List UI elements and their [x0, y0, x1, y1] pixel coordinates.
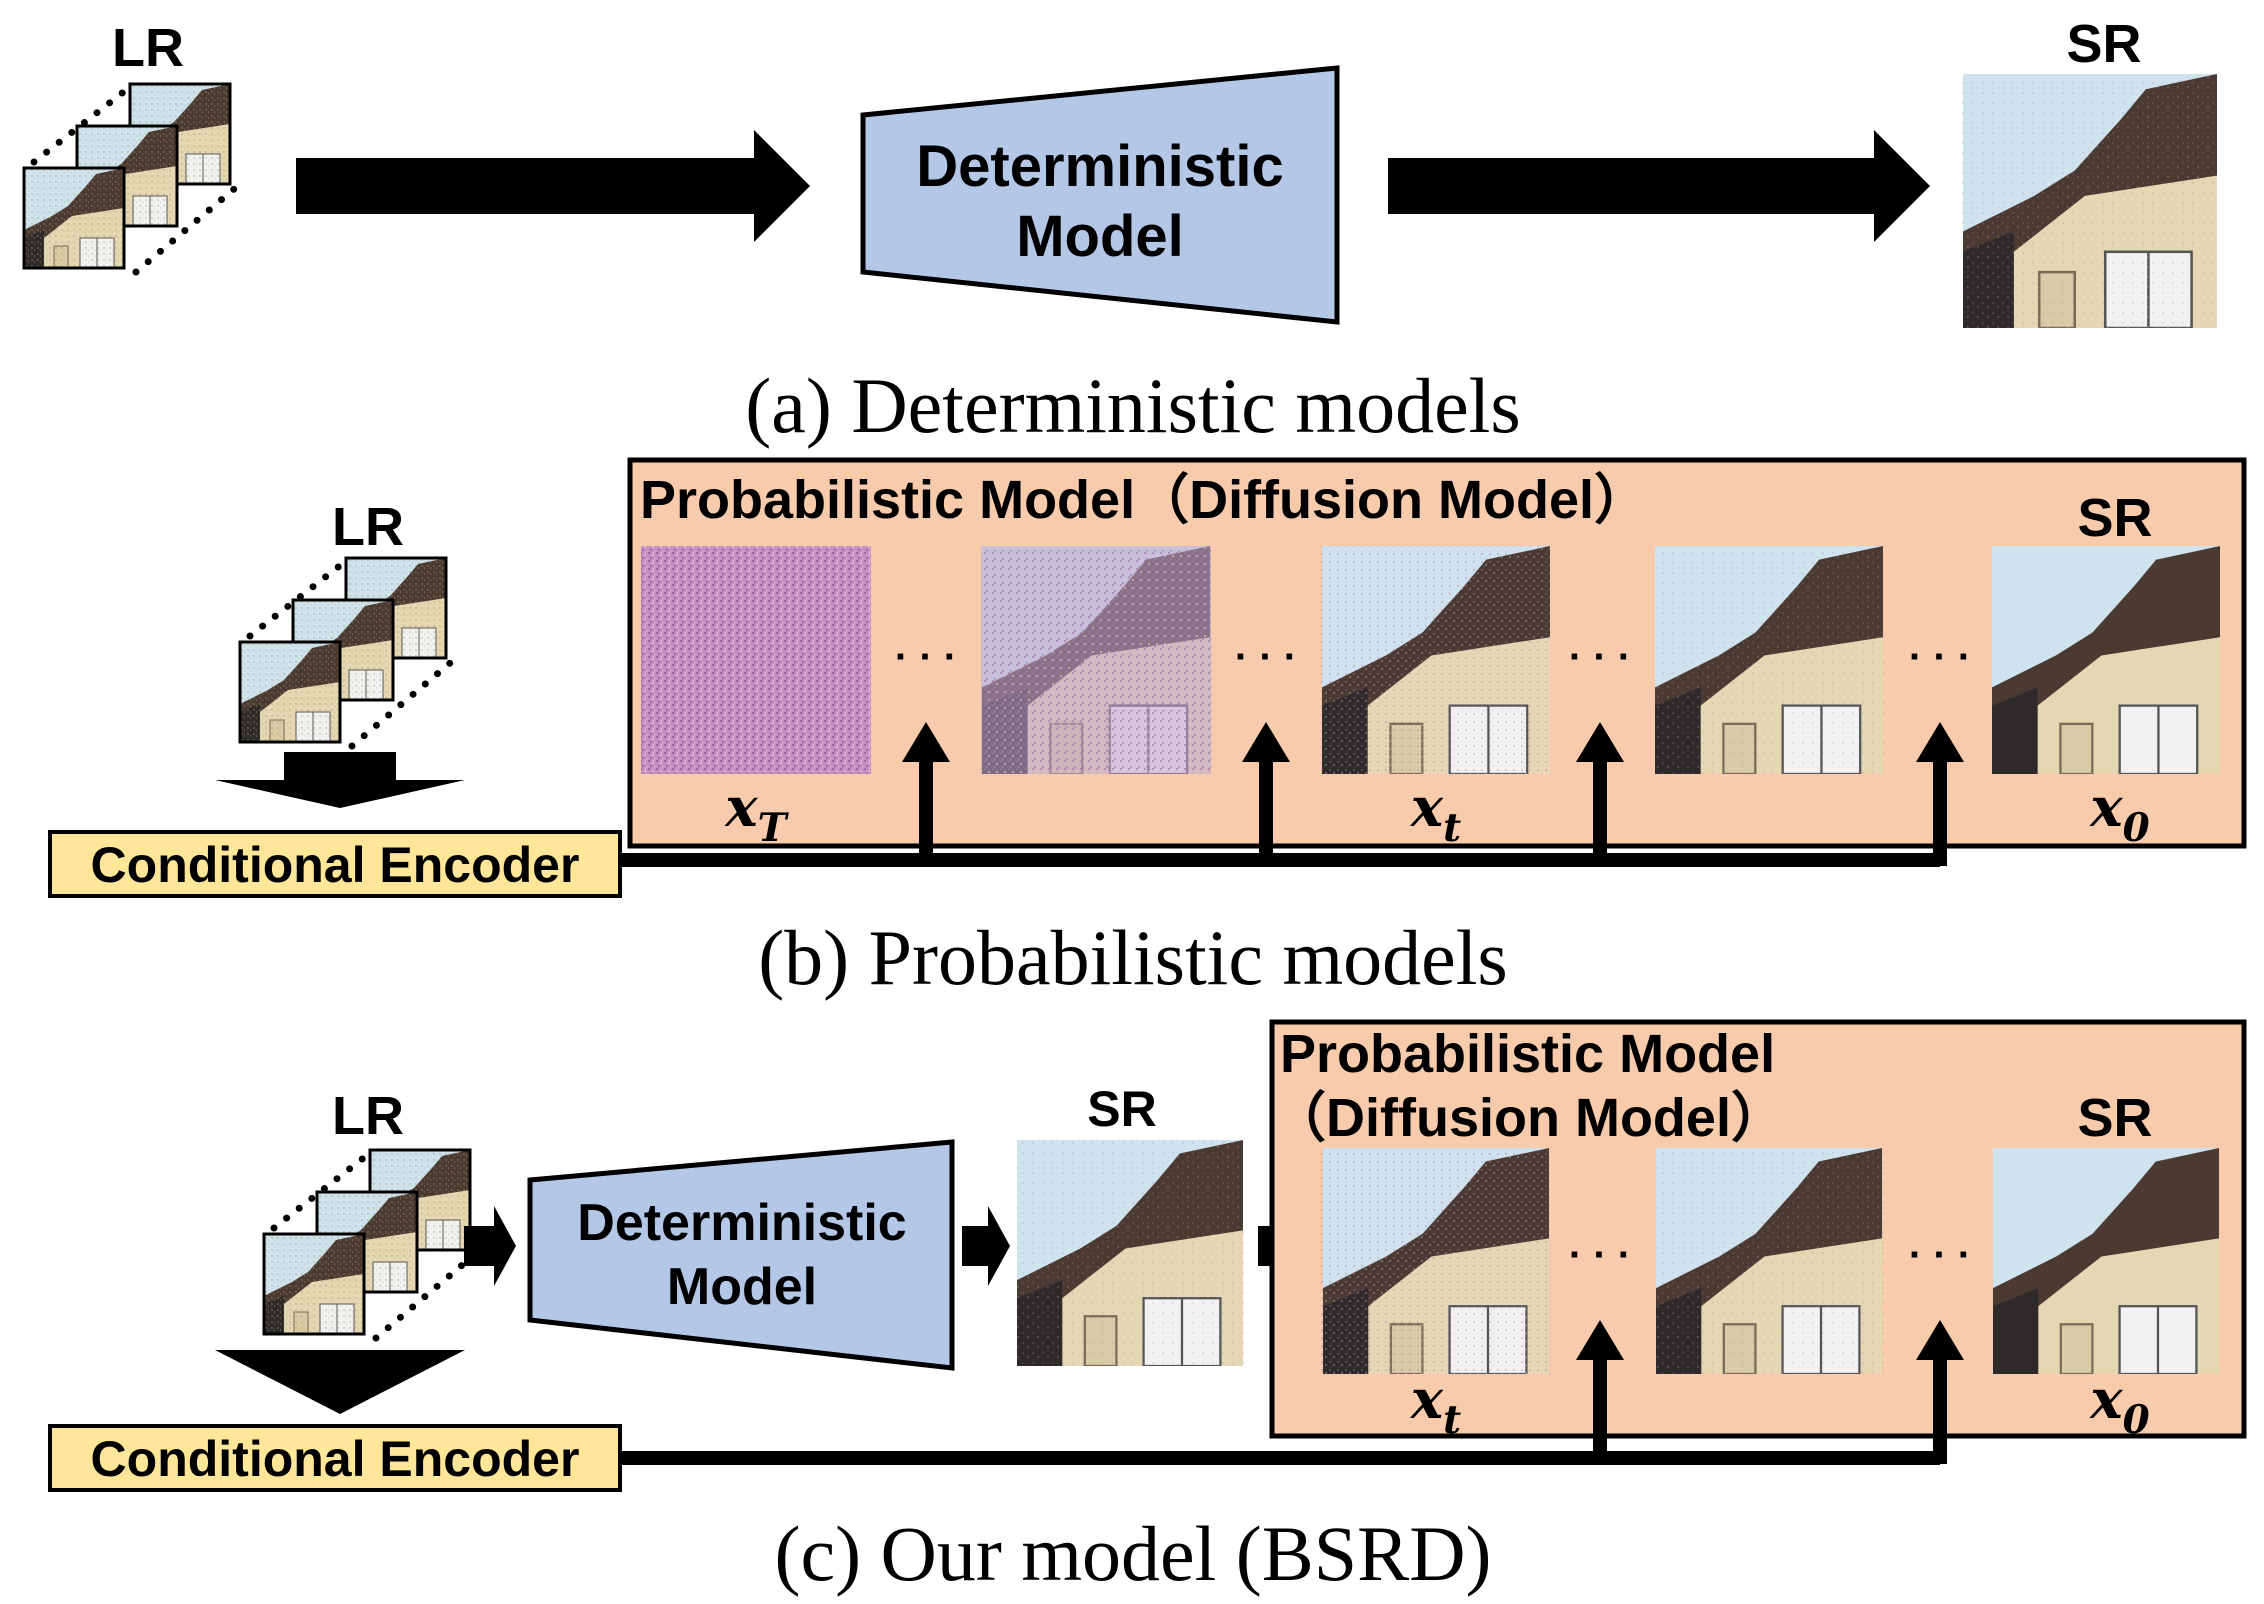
diffusion-step-xt-c — [1321, 1148, 1551, 1374]
prob-title-c-1: Probabilistic Model — [1280, 1024, 1775, 1084]
conditional-encoder-b — [48, 830, 622, 898]
condition-arrow-c-2 — [1916, 1320, 1964, 1464]
x-t-label-c: xt — [1410, 1367, 1461, 1443]
ellipsis-b-4: · · · — [1909, 635, 1971, 679]
cond-encoder-label-b: Conditional Encoder — [91, 837, 580, 893]
conditional-encoder-c — [48, 1424, 622, 1492]
det-model-label-a-1: Deterministic — [916, 134, 1283, 199]
condition-arrow-b-2 — [1242, 722, 1290, 866]
ellipsis-c-2: · · · — [1909, 1233, 1971, 1277]
cond-encoder-label-c: Conditional Encoder — [91, 1431, 580, 1487]
deterministic-model-box-a — [860, 65, 1340, 325]
arrow-c-mid — [962, 1206, 1010, 1286]
sr-label-c: SR — [2077, 1088, 2152, 1148]
lr-stack-c — [262, 1148, 484, 1342]
diffusion-step-xt-b — [1321, 546, 1551, 774]
lr-label-a: LR — [112, 18, 184, 78]
det-model-label-c-1: Deterministic — [577, 1194, 906, 1252]
det-model-label-a-2: Model — [1016, 204, 1184, 269]
caption-a: (a) Deterministic models — [745, 362, 1520, 449]
arrow-c-in — [464, 1206, 516, 1286]
lr-stack-b — [238, 556, 460, 750]
caption-c: (c) Our model (BSRD) — [774, 1510, 1491, 1597]
condition-arrow-b-1 — [902, 722, 950, 866]
lr-stack-a — [22, 82, 244, 276]
arrow-down-b — [215, 752, 465, 808]
diffusion-step-xT — [641, 546, 871, 774]
det-model-label-c-2: Model — [667, 1258, 817, 1316]
condition-arrow-c-1 — [1576, 1320, 1624, 1464]
diffusion-step-2 — [981, 546, 1211, 774]
ellipsis-b-2: · · · — [1235, 635, 1297, 679]
sr-image-a — [1962, 74, 2218, 328]
x-t-label-b: xt — [1410, 775, 1461, 851]
sr-image-c-intermediate — [1016, 1140, 1244, 1366]
prob-title-b: Probabilistic Model（Diffusion Model） — [640, 470, 1648, 530]
x-T-label: xT — [724, 775, 789, 851]
arrow-a-out — [1388, 130, 1930, 242]
diffusion-step-x0-c — [1991, 1148, 2221, 1374]
diffusion-step-x0-b — [1991, 546, 2221, 774]
ellipsis-c-1: · · · — [1569, 1233, 1631, 1277]
diffusion-step-c-mid — [1654, 1148, 1884, 1374]
caption-b: (b) Probabilistic models — [758, 914, 1508, 1001]
arrow-a-in — [296, 130, 810, 242]
prob-title-c-2: （Diffusion Model） — [1272, 1088, 1785, 1148]
x-0-label-b: x0 — [2089, 775, 2149, 851]
x-0-label-c: x0 — [2089, 1367, 2149, 1443]
sr-label-c-intermediate: SR — [1087, 1081, 1156, 1137]
condition-arrow-b-3 — [1576, 722, 1624, 866]
diffusion-step-4 — [1654, 546, 1884, 774]
arrow-down-c — [215, 1350, 465, 1414]
probabilistic-model-box-b — [627, 457, 2247, 849]
lr-label-c: LR — [332, 1086, 404, 1146]
ellipsis-b-3: · · · — [1569, 635, 1631, 679]
ellipsis-b-1: · · · — [895, 635, 957, 679]
deterministic-model-box-c — [527, 1139, 955, 1371]
condition-arrow-b-4 — [1916, 722, 1964, 866]
sr-label-b: SR — [2077, 488, 2152, 548]
lr-label-b: LR — [332, 497, 404, 557]
sr-label-a: SR — [2066, 14, 2141, 74]
